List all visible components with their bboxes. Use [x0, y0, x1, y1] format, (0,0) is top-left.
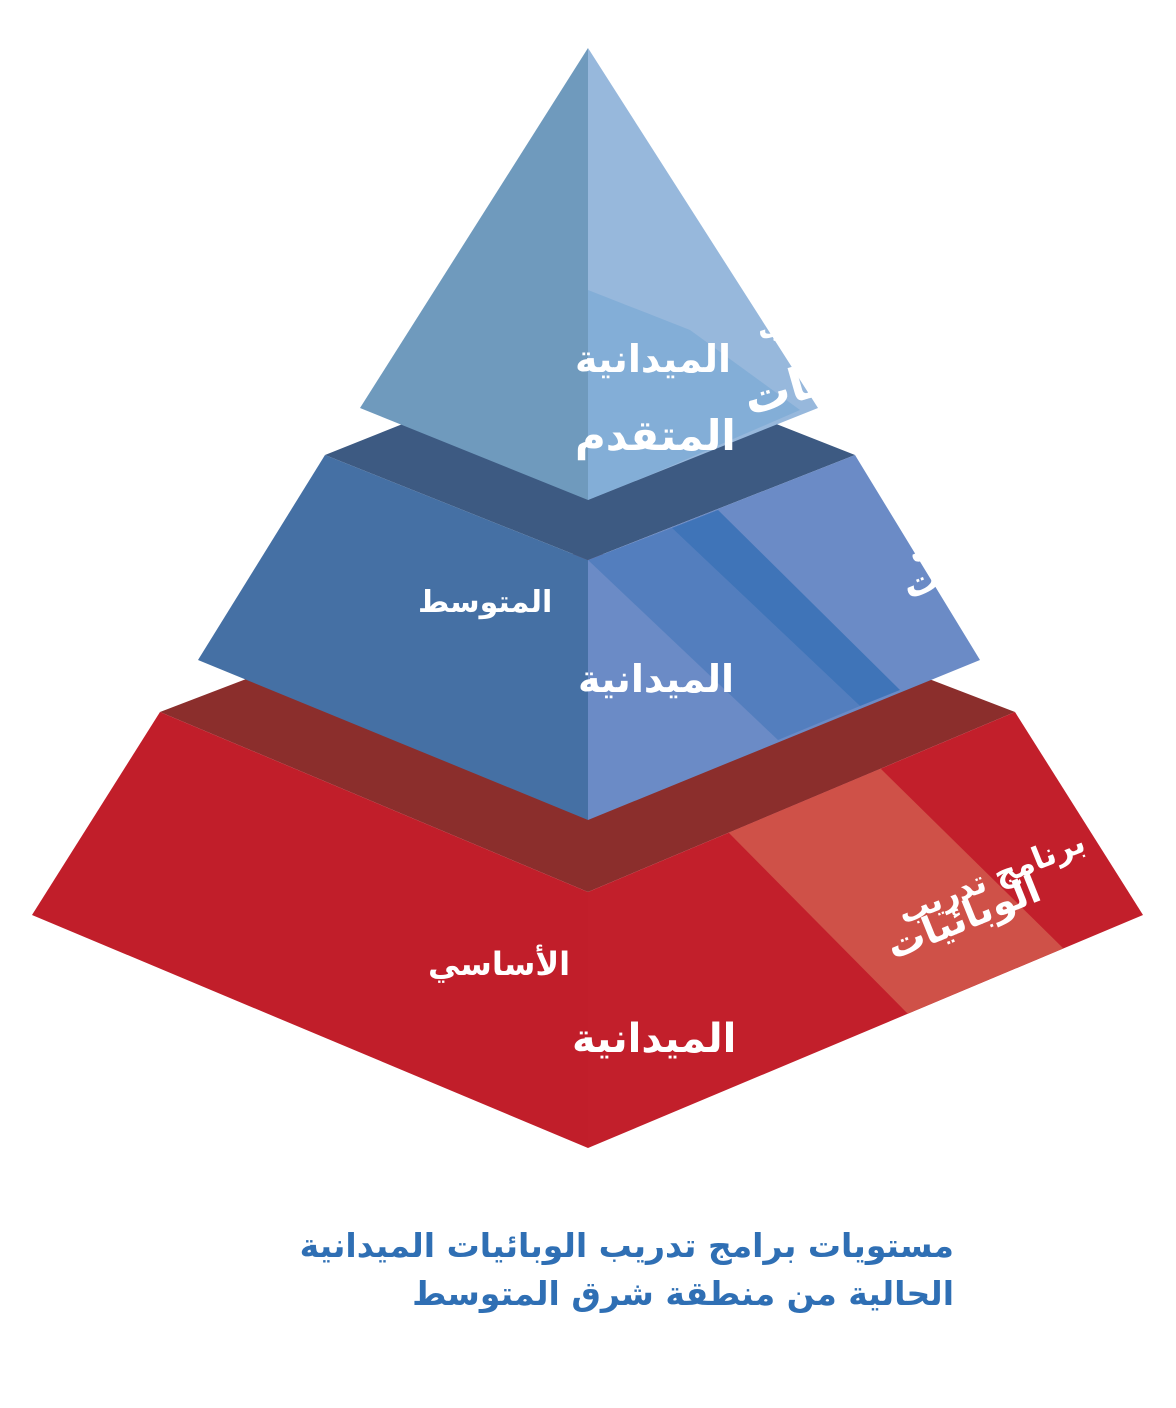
- tier-basic-stripe: [728, 768, 1065, 1014]
- tier-intermediate-left-line2: الميدانية: [578, 657, 734, 701]
- tier-advanced-left-line1: الميدانية: [575, 337, 731, 381]
- tier-advanced: [360, 48, 818, 500]
- tier-intermediate-stripe-2: [588, 528, 860, 740]
- tier-basic-left-face: [32, 712, 588, 1148]
- tier-advanced-left-face: [360, 48, 588, 500]
- caption-line-2: الحالية من منطقة شرق المتوسط: [412, 1274, 954, 1313]
- tier-intermediate-left-face: [198, 455, 588, 820]
- caption-line-1: مستويات برامج تدريب الوبائيات الميدانية: [299, 1226, 954, 1265]
- tier-advanced-left-line2: المتقدم: [575, 411, 736, 461]
- tier-basic-left-line2: الميدانية: [572, 1016, 736, 1062]
- diagram-caption: مستويات برامج تدريب الوبائيات الميدانية …: [194, 1222, 954, 1318]
- tier-advanced-stripe: [588, 290, 800, 500]
- tier-intermediate-stripe: [672, 510, 900, 706]
- tier-intermediate-left-line1: المتوسط: [418, 585, 552, 620]
- tier-basic-left-line1: الأساسي: [428, 944, 570, 983]
